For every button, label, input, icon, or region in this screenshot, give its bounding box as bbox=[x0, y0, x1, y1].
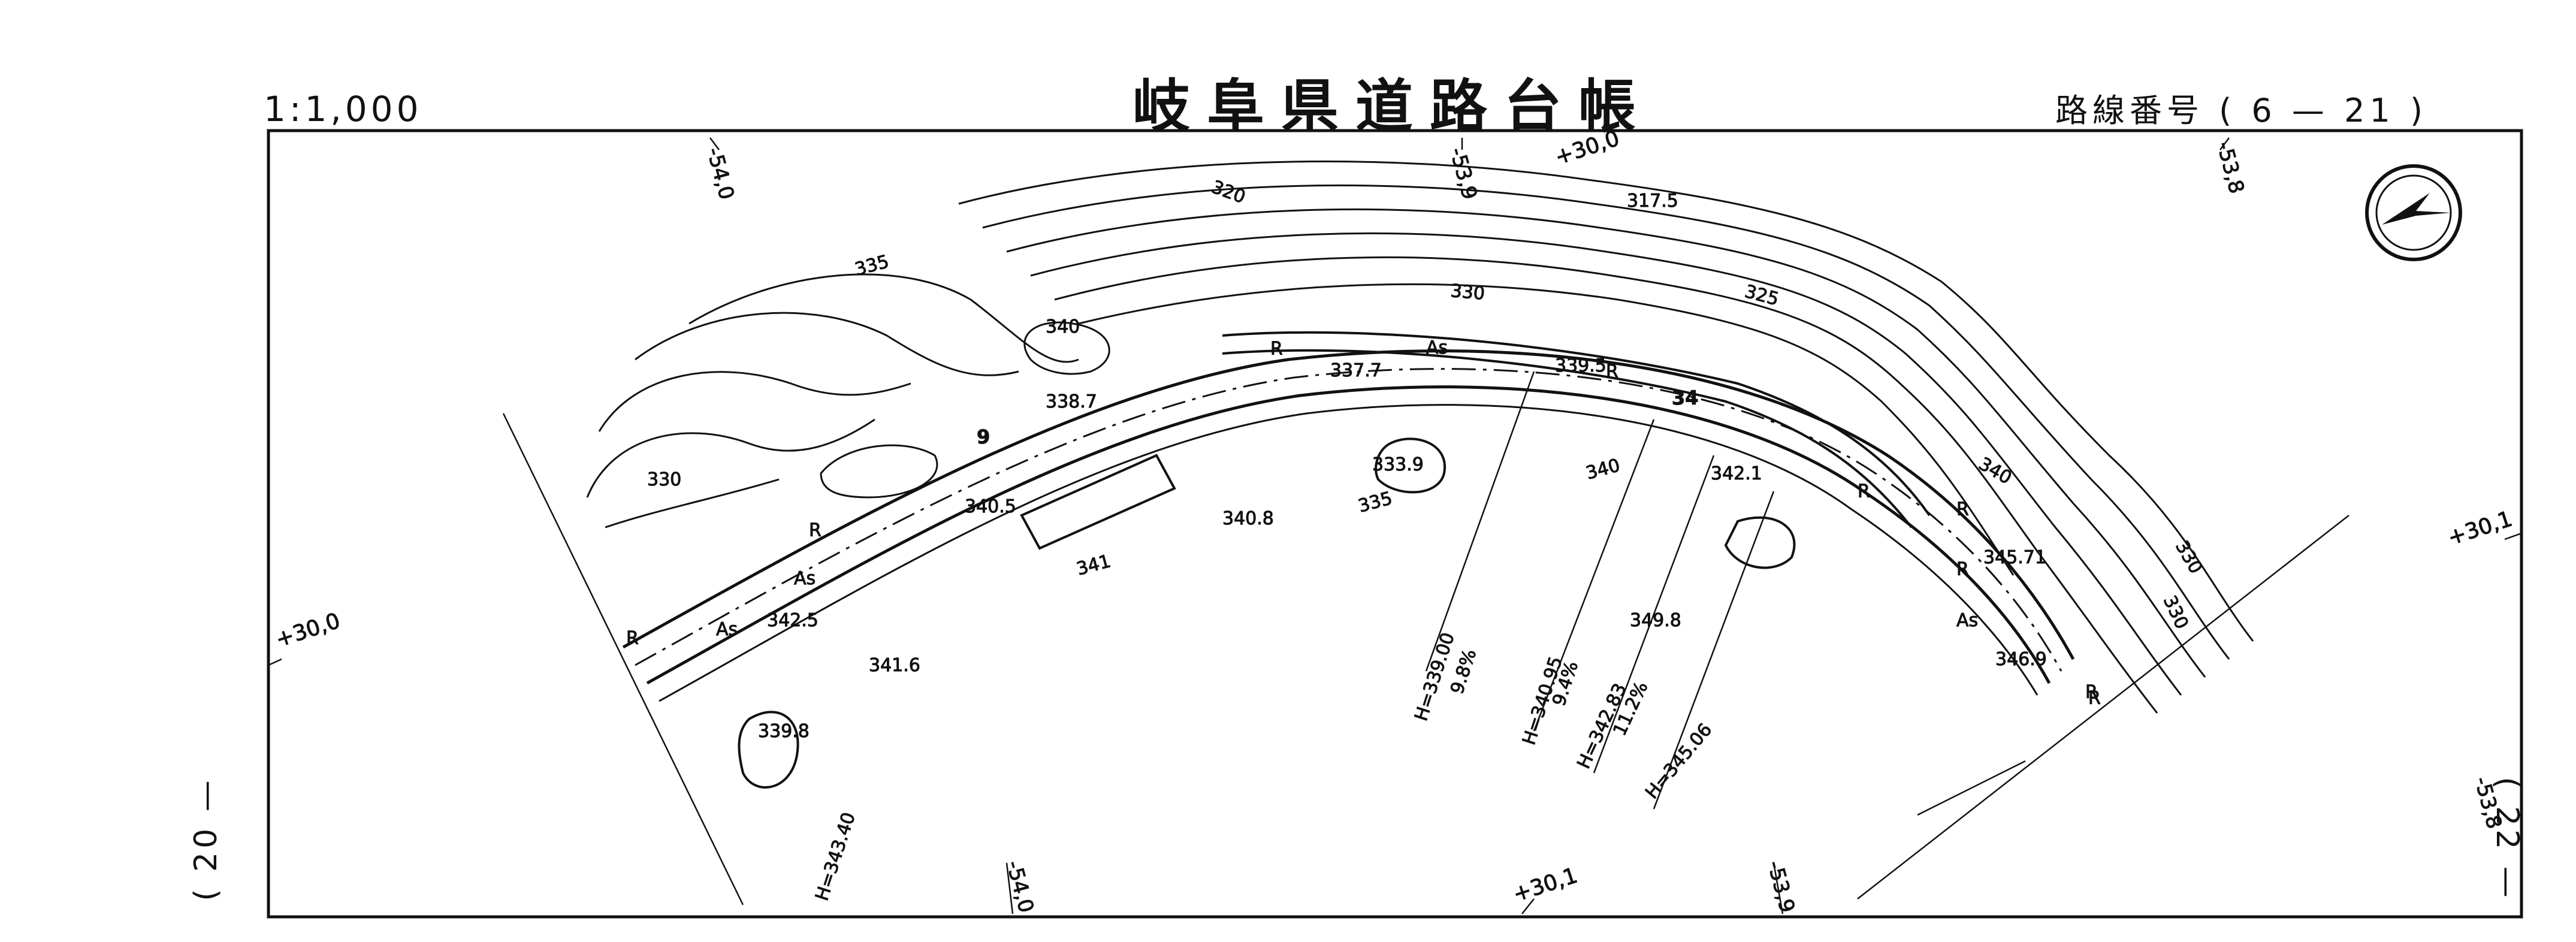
road bbox=[622, 349, 2075, 702]
road-edge-outer bbox=[622, 349, 2075, 660]
grid-label: +30,1 bbox=[1510, 863, 1581, 907]
road-label: R bbox=[626, 628, 639, 649]
road-label: As bbox=[1956, 610, 1978, 631]
map-labels: -54,0 -53,9 +30,0 -53,8 +30,1 +30,0 -53,… bbox=[273, 126, 2516, 916]
grid-label: -54,0 bbox=[1001, 858, 1038, 915]
road-label: As bbox=[716, 619, 738, 640]
road-label: R bbox=[1956, 559, 1969, 580]
grid-label: -53,8 bbox=[2469, 774, 2506, 831]
road-label: R bbox=[1858, 481, 1870, 502]
spot-height: 346.9 bbox=[1995, 649, 2047, 670]
grid-label: -53,8 bbox=[2212, 139, 2248, 196]
contour-label: 335 bbox=[1356, 488, 1394, 517]
road-label: As bbox=[794, 568, 816, 589]
map-title: 岐阜県道路台帳 bbox=[1133, 73, 1653, 140]
contour-label: 317.5 bbox=[1627, 191, 1678, 212]
grid-label: -54,0 bbox=[702, 145, 738, 202]
spot-height: 339.5 bbox=[1555, 355, 1606, 376]
spot-height: 340.5 bbox=[965, 496, 1016, 517]
spot-height: 338.7 bbox=[1046, 391, 1097, 412]
road-edge-inner-2 bbox=[659, 404, 2039, 702]
road-label: R bbox=[1270, 339, 1283, 360]
road-label: R bbox=[2085, 682, 2098, 703]
contour-label: 340 bbox=[1975, 454, 2015, 489]
slope-hatching bbox=[1222, 331, 1931, 529]
spot-height: 337.7 bbox=[1330, 360, 1382, 381]
spot-height: 341.6 bbox=[869, 655, 920, 676]
road-label: R bbox=[1956, 499, 1969, 520]
contour-lines bbox=[586, 160, 2254, 714]
grid-label: -53,9 bbox=[1762, 858, 1799, 915]
grid-label: +30,0 bbox=[273, 608, 343, 652]
spot-height: 339.8 bbox=[758, 721, 810, 742]
contour-label: 330 bbox=[647, 469, 681, 490]
structures bbox=[738, 437, 1796, 789]
road-centerline bbox=[635, 368, 2062, 672]
map-frame bbox=[267, 129, 2523, 919]
road-label: As bbox=[1426, 337, 1448, 358]
spot-height: 340.8 bbox=[1222, 508, 1274, 529]
contour-label: 341 bbox=[1074, 551, 1113, 580]
grid-label: +30,1 bbox=[2445, 506, 2515, 550]
grade-label: H=343.40 bbox=[811, 810, 859, 903]
contour-label: 330 bbox=[2171, 538, 2206, 578]
road-label: R bbox=[809, 520, 822, 541]
contour-label: 340 bbox=[1046, 316, 1080, 337]
grid-lines bbox=[268, 137, 2522, 914]
grid-label: +30,0 bbox=[1552, 126, 1623, 170]
north-arrow-icon bbox=[2365, 164, 2462, 261]
contour-label: 330 bbox=[1449, 280, 1485, 304]
grid-label: -53,9 bbox=[1445, 145, 1481, 202]
spot-height: 342.5 bbox=[767, 610, 819, 631]
spot-height: 349.8 bbox=[1630, 610, 1681, 631]
marker-label: 9 bbox=[977, 425, 990, 448]
contour-label: 320 bbox=[1209, 177, 1248, 208]
map-scale: 1:1,000 bbox=[264, 89, 422, 129]
spot-height: 333.9 bbox=[1372, 454, 1424, 475]
contour-label: 340 bbox=[1584, 455, 1622, 484]
road-edge-inner bbox=[646, 385, 2051, 685]
road-label: R bbox=[1606, 361, 1618, 382]
route-number: 路線番号 ( 6 — 21 ) bbox=[2055, 84, 2427, 131]
spot-height: 345.71 bbox=[1983, 547, 2046, 568]
route-number-value: ( 6 — 21 ) bbox=[2219, 92, 2428, 129]
spot-height: 342.1 bbox=[1711, 463, 1762, 484]
route-number-label: 路線番号 bbox=[2055, 92, 2204, 129]
marker-label: 34 bbox=[1672, 387, 1699, 409]
grade-label: H=345.06 bbox=[1641, 720, 1716, 803]
road-label: R bbox=[2088, 688, 2101, 709]
